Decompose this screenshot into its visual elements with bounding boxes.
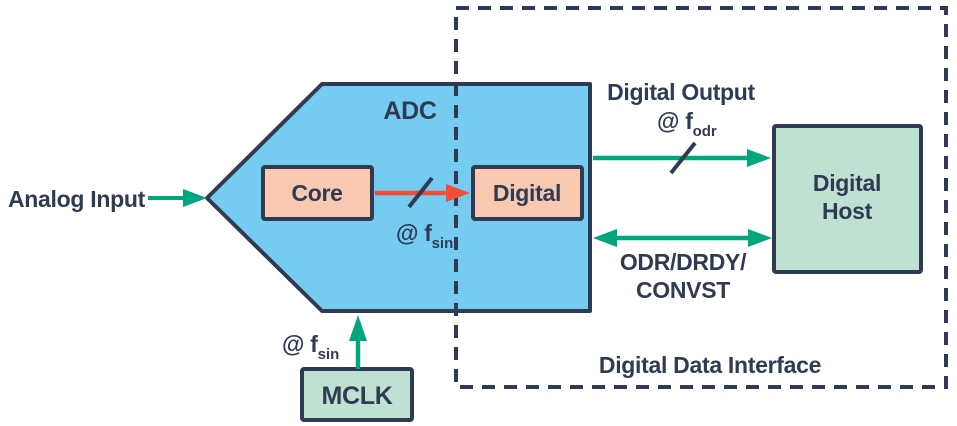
core-to-digital-arrowhead <box>446 184 470 202</box>
digital-output-rate-label: @ fodr <box>657 108 717 140</box>
core-block <box>261 165 374 221</box>
core-rate-label: @ fsin <box>396 220 453 252</box>
digital-output-bus-slash <box>669 141 697 175</box>
core-rate-subscript: sin <box>432 235 454 252</box>
digital-output-rate-prefix: @ f <box>657 108 693 134</box>
core-to-digital-bus-slash <box>407 176 434 209</box>
mclk-rate-label: @ fsin <box>282 331 339 363</box>
digital-host-label-line1: Digital <box>813 170 881 196</box>
core-label: Core <box>291 180 342 206</box>
digital-output-label: Digital Output <box>607 79 755 105</box>
mclk-label: MCLK <box>321 382 392 410</box>
control-arrowhead-right <box>748 229 772 247</box>
digital-host-label-line2: Host <box>822 198 873 224</box>
digital-label: Digital <box>493 180 561 206</box>
mclk-rate-prefix: @ f <box>282 331 318 357</box>
control-label-line1: ODR/DRDY/ <box>620 249 747 275</box>
core-rate-prefix: @ f <box>396 220 432 246</box>
digital-block <box>471 165 584 221</box>
digital-output-rate-subscript: odr <box>693 123 717 140</box>
digital-data-interface-label: Digital Data Interface <box>599 352 821 378</box>
adc-pentagon <box>205 82 592 313</box>
digital-host-block <box>772 124 923 274</box>
analog-input-label: Analog Input <box>8 186 146 212</box>
control-label-line2: CONVST <box>636 277 730 303</box>
analog-input-arrowhead <box>183 189 207 207</box>
digital-output-arrowhead <box>747 149 771 167</box>
mclk-rate-subscript: sin <box>318 346 340 363</box>
mclk-arrowhead <box>349 315 367 341</box>
adc-label: ADC <box>383 97 437 125</box>
control-arrowhead-left <box>593 229 617 247</box>
